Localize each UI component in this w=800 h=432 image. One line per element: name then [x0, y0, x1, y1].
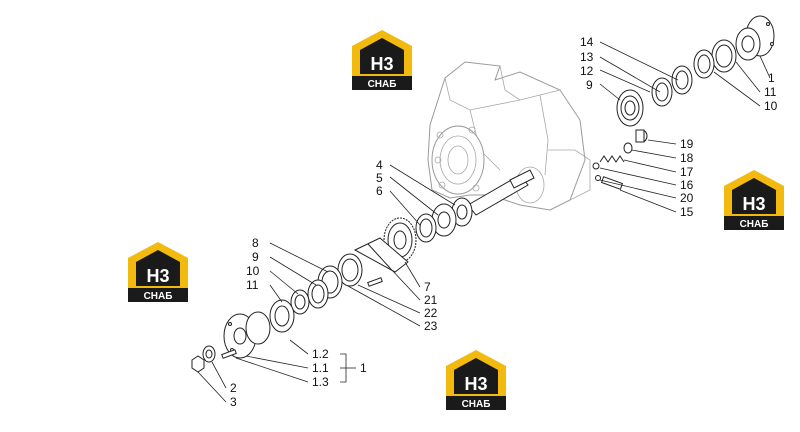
label: 23: [424, 319, 438, 333]
label: 14: [580, 35, 594, 49]
pin-part-20: [595, 175, 601, 181]
washer-part-18: [623, 142, 633, 154]
label: 1: [768, 71, 775, 85]
ball-part-16: [592, 162, 600, 170]
bearing-part-9-left: [307, 279, 329, 309]
washer-part-2: [202, 345, 216, 363]
label: 10: [246, 264, 260, 278]
bearing-part-4: [451, 197, 473, 227]
disc-part-13: [651, 77, 673, 107]
labels-left: 8 9 10 11: [246, 236, 260, 292]
ring-part-10-left: [290, 289, 310, 315]
label: 3: [230, 395, 237, 409]
watermark-logo: Н3 СНАБ: [352, 30, 412, 90]
svg-text:Н3: Н3: [742, 194, 765, 214]
svg-text:СНАБ: СНАБ: [740, 219, 769, 230]
flange-part-1-left: [223, 311, 271, 359]
shift-fork-part-21: [353, 237, 409, 273]
svg-text:Н3: Н3: [146, 266, 169, 286]
label: 1.3: [312, 375, 329, 389]
svg-text:СНАБ: СНАБ: [144, 291, 173, 302]
label: 16: [680, 178, 694, 192]
label: 19: [680, 137, 694, 151]
watermark-logo: Н3 СНАБ: [724, 170, 784, 230]
labels-bottom: 1.2 1.1 1.3 1 2 3: [230, 347, 367, 409]
label: 21: [424, 293, 438, 307]
label: 9: [252, 250, 259, 264]
label: 6: [376, 184, 383, 198]
ring-part-6: [415, 213, 437, 243]
label: 4: [376, 158, 383, 172]
label: 13: [580, 50, 594, 64]
label: 20: [680, 191, 694, 205]
watermark-logo: Н3 СНАБ: [446, 350, 506, 410]
label: 1.2: [312, 347, 329, 361]
svg-text:СНАБ: СНАБ: [462, 399, 491, 410]
ring-part-10: [693, 49, 715, 79]
spring-part-17: [599, 155, 625, 163]
disc-part-14: [671, 65, 693, 95]
sleeve-part-11-left: [269, 299, 295, 333]
label: 15: [680, 205, 694, 219]
shaft: [467, 169, 535, 216]
label: 22: [424, 306, 438, 320]
label: 7: [424, 280, 431, 294]
label: 10: [764, 99, 778, 113]
gearbox-housing: [427, 61, 591, 211]
labels-center-low: 7 21 22 23: [424, 280, 438, 333]
nut-part-3: [191, 355, 205, 373]
label: 5: [376, 171, 383, 185]
watermark-logo: Н3 СНАБ: [128, 242, 188, 302]
bearing-part-9-right: [616, 89, 644, 127]
ring-part-11: [711, 39, 737, 73]
plug-part-19: [635, 129, 648, 143]
svg-text:СНАБ: СНАБ: [368, 79, 397, 90]
label: 12: [580, 64, 594, 78]
label: 8: [252, 236, 259, 250]
labels-right-mid: 19 18 17 16 20 15: [680, 137, 694, 219]
svg-text:Н3: Н3: [464, 374, 487, 394]
pin-part-23: [367, 277, 383, 287]
labels-center: 4 5 6: [376, 158, 383, 198]
flange-part-1: [735, 15, 775, 61]
stud-part-1-3: [221, 349, 237, 359]
label: 2: [230, 381, 237, 395]
label: 1.1: [312, 361, 329, 375]
label: 17: [680, 165, 694, 179]
ring-part-22: [337, 253, 363, 287]
leader-lines: [197, 41, 771, 403]
label: 11: [764, 85, 777, 99]
svg-text:Н3: Н3: [370, 54, 393, 74]
label: 18: [680, 151, 694, 165]
label: 11: [246, 278, 259, 292]
labels-right-top: 14 13 12 9 1 11 10: [580, 35, 778, 113]
label: 1: [360, 361, 367, 375]
label: 9: [586, 78, 593, 92]
